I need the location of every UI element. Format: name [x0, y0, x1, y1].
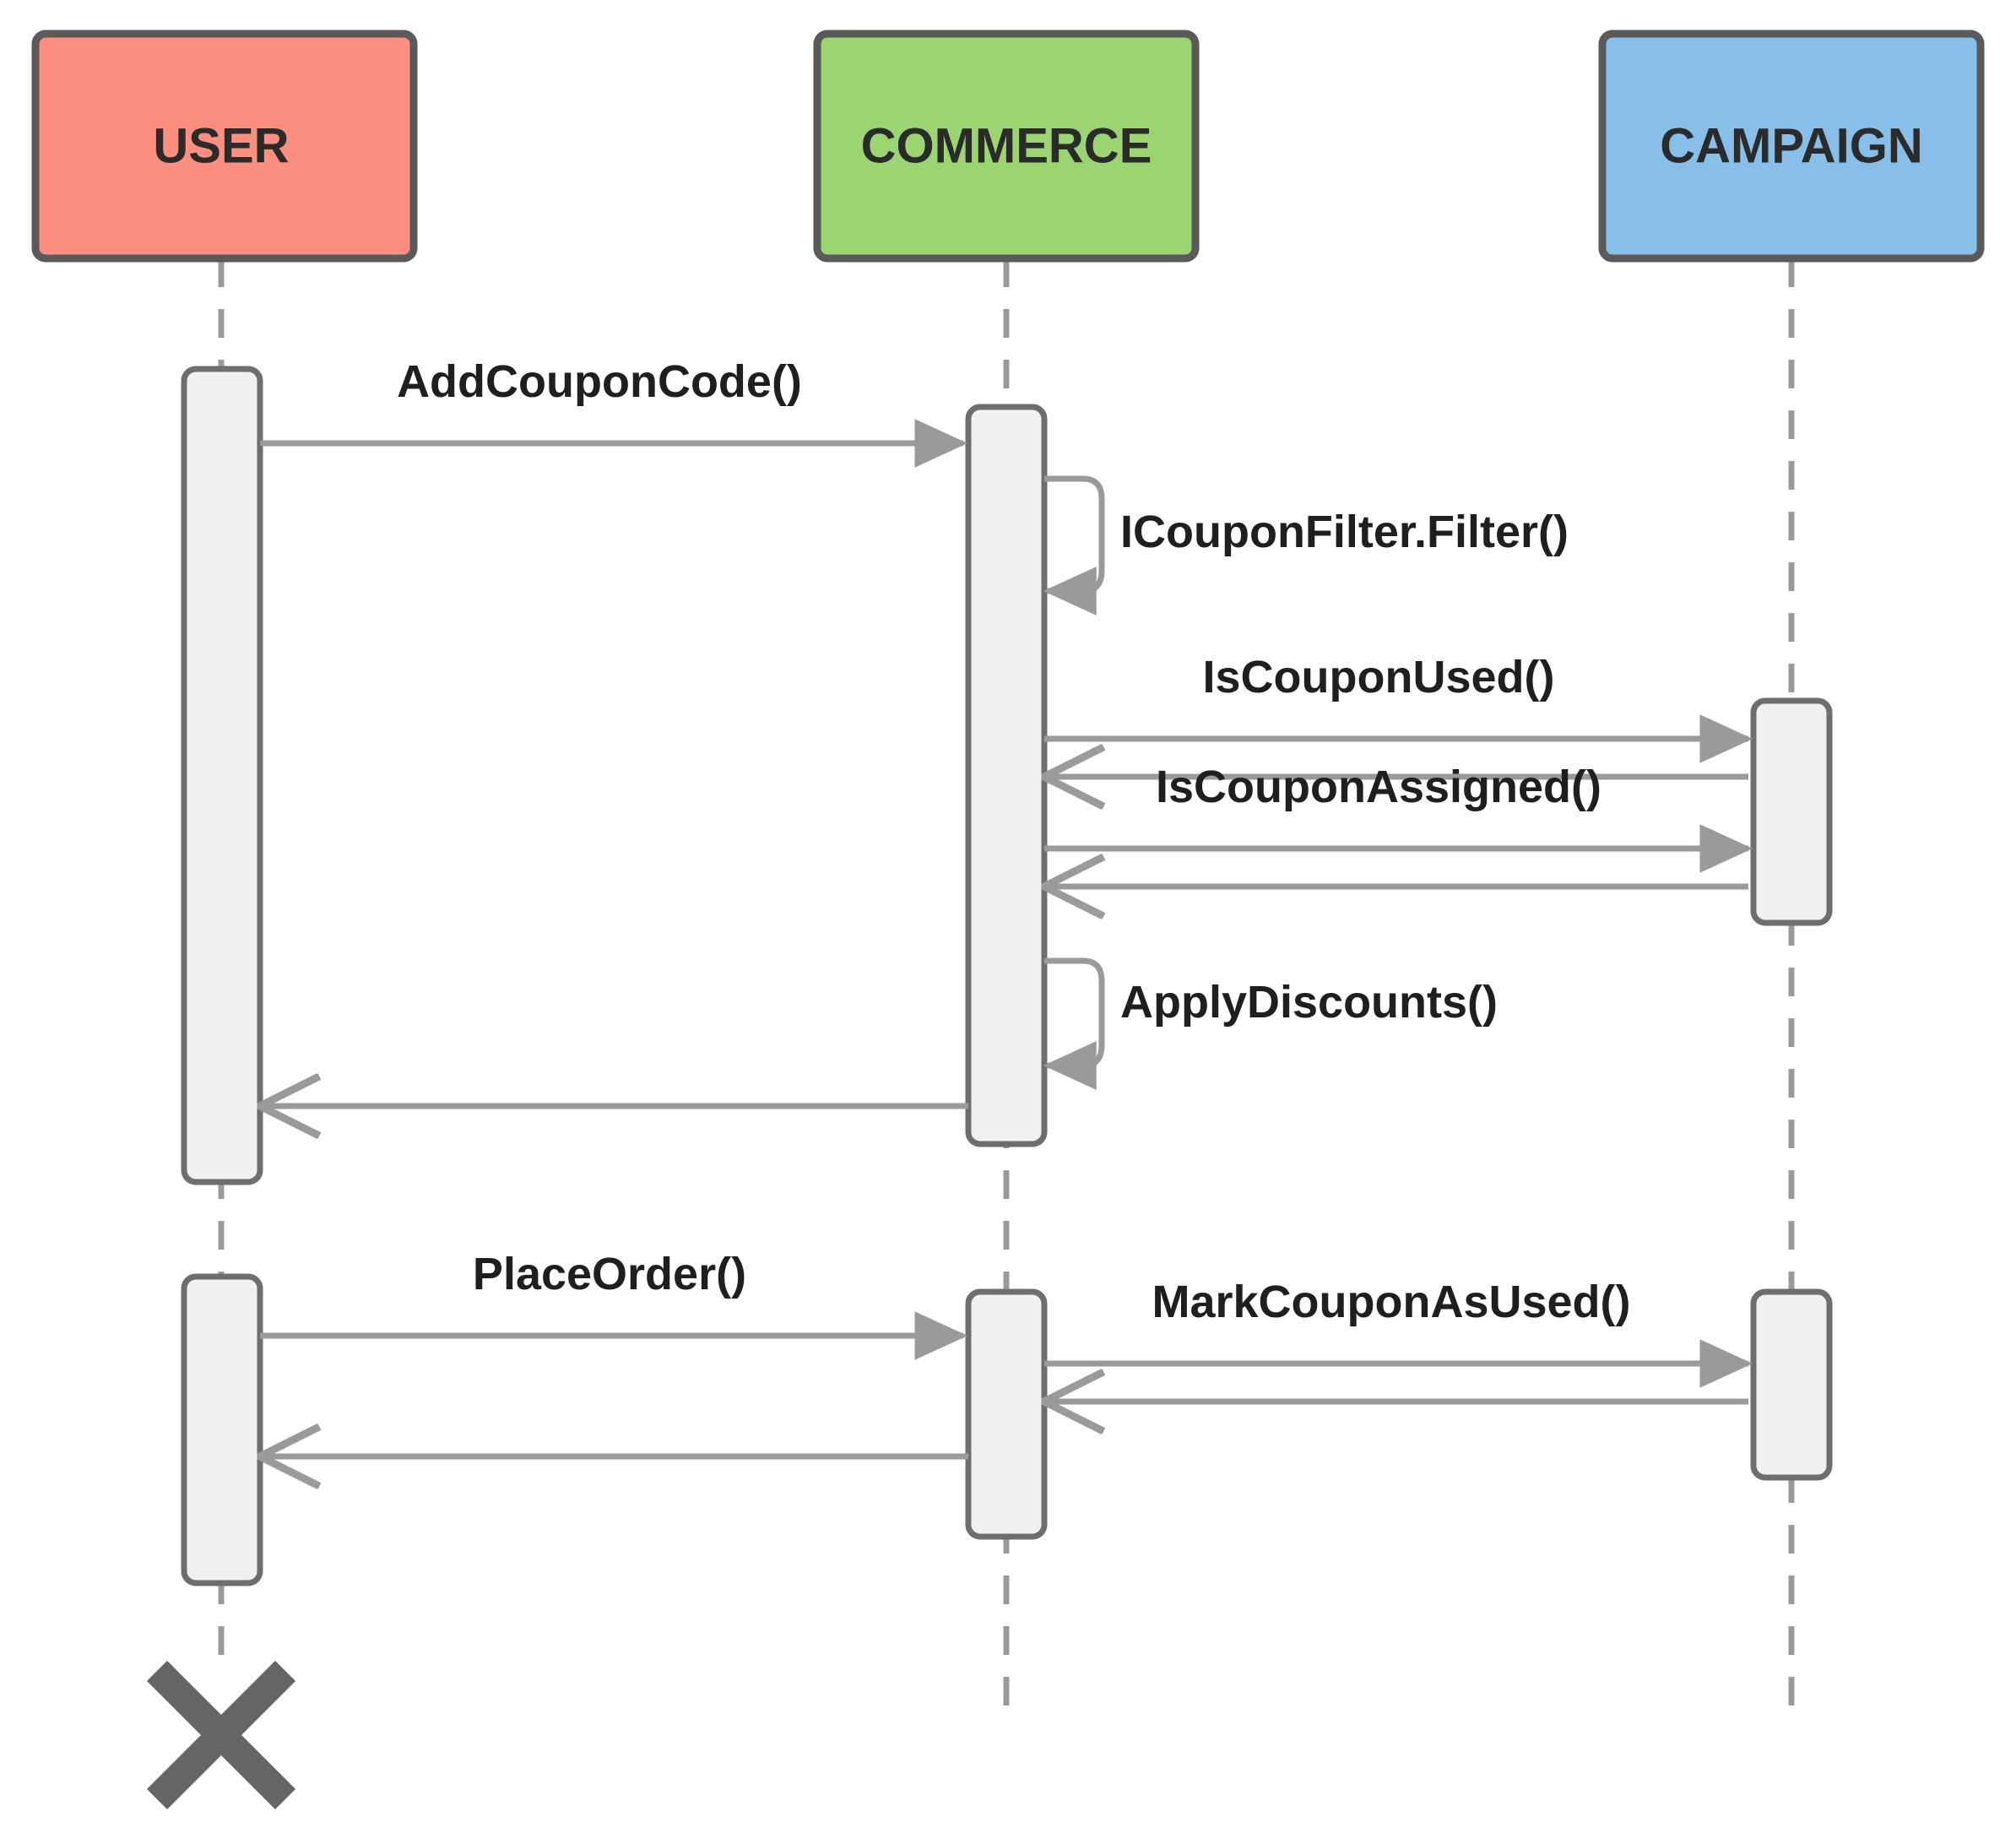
message-label-m5: IsCouponAssigned()	[1156, 762, 1601, 812]
message-label-m2: ICouponFilter.Filter()	[1120, 507, 1569, 557]
activation-bar-campaign	[1750, 697, 1833, 926]
participant-label-commerce: COMMERCE	[861, 118, 1152, 173]
participant-user[interactable]: USER	[31, 30, 418, 263]
participant-box-campaign[interactable]	[1598, 30, 1985, 263]
message-self-loop-m2	[1043, 475, 1105, 616]
activation-bar-campaign	[1750, 1288, 1833, 1481]
message-label-m9: PlaceOrder()	[473, 1249, 746, 1299]
message-m5: IsCouponAssigned()	[1044, 762, 1753, 873]
message-m9: PlaceOrder()	[260, 1249, 968, 1360]
participant-box-commerce[interactable]	[813, 30, 1200, 263]
participant-boxes-layer: USER COMMERCE CAMPAIGN	[31, 30, 1985, 263]
destroy-markers-layer	[146, 1660, 296, 1810]
message-m7: ApplyDiscounts()	[1043, 957, 1498, 1090]
participant-commerce[interactable]: COMMERCE	[813, 30, 1200, 263]
activation-bar-user	[181, 1273, 263, 1586]
activation-bars-layer	[181, 366, 1833, 1586]
messages-layer: AddCouponCode() ICouponFilter.Filter() IsC…	[260, 356, 1753, 1456]
participant-label-campaign: CAMPAIGN	[1660, 118, 1922, 173]
participant-campaign[interactable]: CAMPAIGN	[1598, 30, 1985, 263]
message-label-m7: ApplyDiscounts()	[1120, 977, 1498, 1028]
message-m2: ICouponFilter.Filter()	[1043, 475, 1569, 616]
participant-box-user[interactable]	[31, 30, 418, 263]
participant-label-user: USER	[153, 118, 289, 173]
message-label-m10: MarkCouponAsUsed()	[1152, 1277, 1630, 1327]
message-m10: MarkCouponAsUsed()	[1044, 1277, 1753, 1388]
message-m3: IsCouponUsed()	[1044, 652, 1753, 763]
message-label-m1: AddCouponCode()	[397, 356, 802, 407]
message-self-loop-m7	[1043, 957, 1105, 1090]
destroy-x-stroke-2	[146, 1660, 296, 1810]
message-label-m3: IsCouponUsed()	[1203, 652, 1555, 702]
activation-bar-commerce	[965, 404, 1048, 1147]
destroy-marker-user	[146, 1660, 296, 1810]
activation-bar-user	[181, 366, 263, 1185]
activation-bar-commerce	[965, 1288, 1048, 1540]
message-m1: AddCouponCode()	[260, 356, 968, 468]
